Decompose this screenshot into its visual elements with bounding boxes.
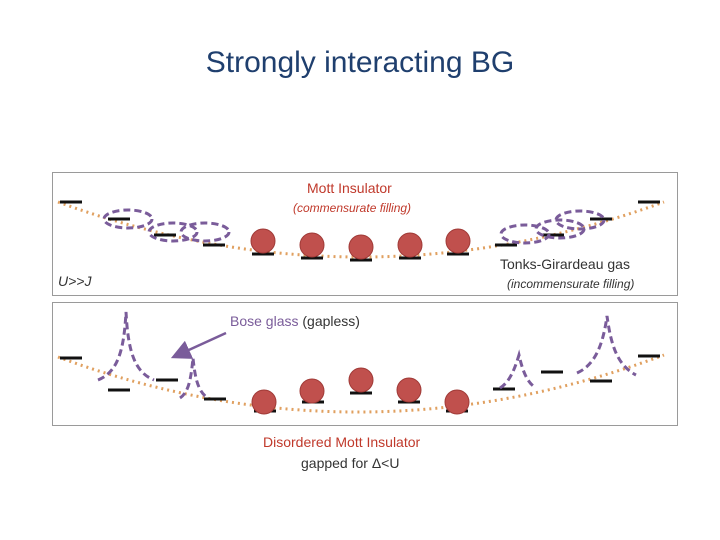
wavefunction-ellipse-3 bbox=[179, 221, 231, 243]
u-ratio-label: U>>J bbox=[58, 273, 92, 289]
particle-bottom-2 bbox=[299, 378, 325, 404]
gapped-condition-label: gapped for Δ<U bbox=[301, 455, 400, 471]
localized-wavefunction-3 bbox=[499, 349, 537, 390]
mott-insulator-label: Mott Insulator bbox=[307, 180, 392, 196]
particle-bottom-1 bbox=[251, 389, 277, 415]
particle-top-1 bbox=[250, 228, 276, 254]
commensurate-filling-label: (commensurate filling) bbox=[293, 201, 412, 215]
trap-curve-bottom bbox=[57, 353, 665, 414]
bose-glass-label: Bose glass (gapless) bbox=[230, 313, 360, 329]
incommensurate-filling-label: (incommensurate filling) bbox=[507, 277, 635, 291]
particle-top-3 bbox=[348, 234, 374, 260]
bose-glass-text: Bose glass bbox=[230, 313, 299, 329]
gapless-text: (gapless) bbox=[302, 313, 360, 329]
wavefunction-ellipse-4 bbox=[499, 223, 551, 245]
slide-title: Strongly interacting BG bbox=[205, 46, 515, 79]
particle-top-5 bbox=[445, 228, 471, 254]
localized-wavefunction-1 bbox=[97, 311, 155, 382]
wavefunction-ellipse-1 bbox=[102, 208, 154, 230]
disordered-mott-label: Disordered Mott Insulator bbox=[263, 434, 421, 450]
bose-glass-arrow bbox=[170, 331, 227, 359]
wavefunction-ellipse-6 bbox=[554, 209, 606, 231]
localized-wavefunction-4 bbox=[576, 315, 637, 377]
particle-top-4 bbox=[397, 232, 423, 258]
particle-bottom-4 bbox=[396, 377, 422, 403]
particle-bottom-5 bbox=[444, 389, 470, 415]
particle-bottom-3 bbox=[348, 367, 374, 393]
tonks-girardeau-label: Tonks-Girardeau gas bbox=[500, 256, 630, 272]
localized-wavefunction-2 bbox=[179, 357, 209, 400]
panel-disordered-trap bbox=[52, 302, 678, 426]
particle-top-2 bbox=[299, 232, 325, 258]
wavefunction-ellipse-2 bbox=[147, 221, 199, 243]
